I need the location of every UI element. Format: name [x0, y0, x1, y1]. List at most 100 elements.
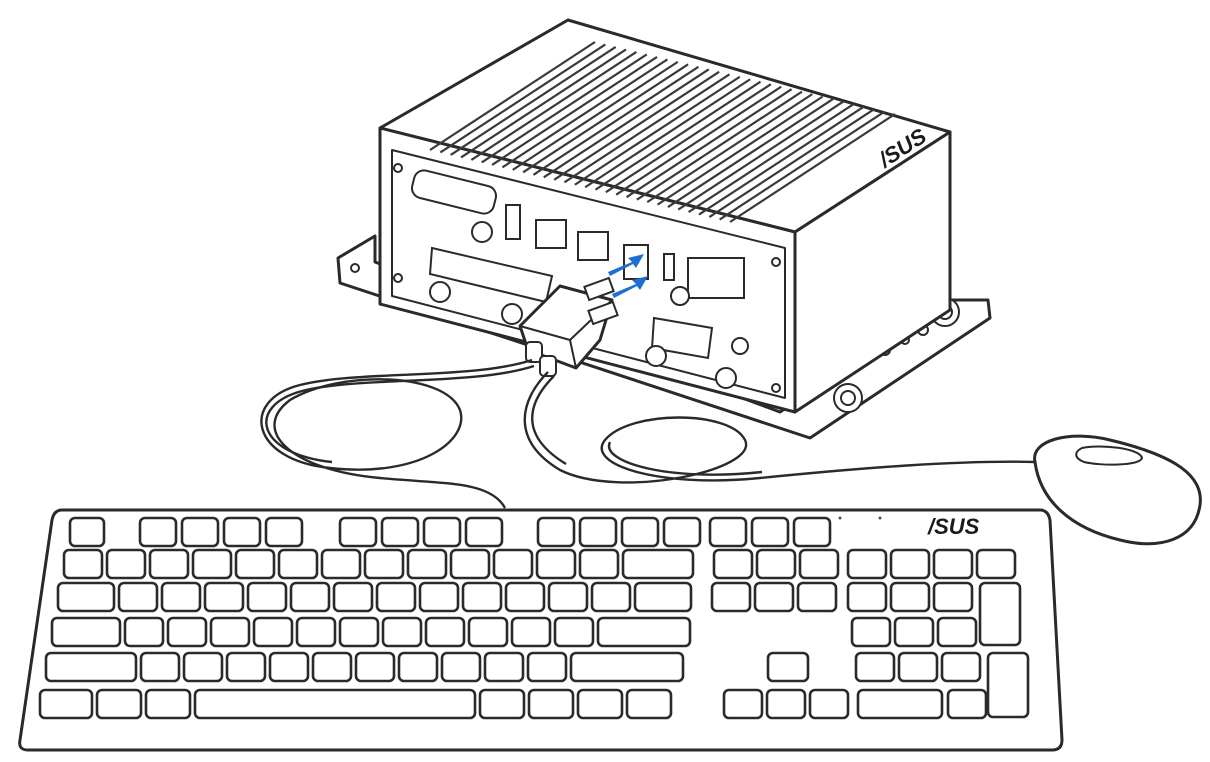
keyboard-key [268, 651, 310, 683]
keyboard-key [44, 651, 138, 683]
keyboard-key [320, 548, 362, 580]
keyboard-key [338, 616, 380, 648]
heatsink-fin [543, 68, 710, 179]
heatsink-fin [439, 43, 606, 154]
keyboard-key [712, 548, 754, 580]
keyboard-key [578, 516, 618, 548]
keyboard-key [50, 616, 122, 648]
heatsink-fin [574, 75, 741, 186]
heatsink-fin [563, 73, 731, 184]
keyboard-key [222, 516, 262, 548]
keyboard-key [978, 581, 1022, 647]
heatsink-fin [667, 98, 834, 209]
keyboard-key [578, 548, 620, 580]
keyboard-key [62, 548, 104, 580]
keyboard-key [856, 688, 944, 720]
keyboard-key [893, 616, 935, 648]
keyboard-key [846, 581, 888, 613]
keyboard-key [264, 516, 304, 548]
keyboard-key [68, 516, 106, 548]
keyboard-key [363, 548, 405, 580]
heatsink-fin [584, 78, 751, 189]
plate-hole [350, 263, 360, 273]
mouse [1033, 434, 1202, 546]
heatsink-fin [677, 100, 844, 211]
keyboard-key [193, 688, 477, 720]
keyboard-key [708, 516, 748, 548]
keyboard-key [182, 651, 224, 683]
keyboard-key [354, 651, 396, 683]
keyboard-key [338, 516, 378, 548]
keyboard-key [191, 548, 233, 580]
keyboard-key [449, 548, 491, 580]
screw [771, 257, 781, 267]
hdmi-port [505, 204, 521, 240]
heatsink-fin [688, 103, 855, 213]
keyboard-key [424, 616, 466, 648]
keyboard-key [590, 581, 632, 613]
keyboard-key [625, 688, 673, 720]
keyboard-key [203, 581, 245, 613]
lan-port-2 [577, 231, 609, 261]
keyboard-key [755, 548, 797, 580]
keyboard-key [596, 616, 692, 648]
heatsink-fin [553, 70, 720, 181]
keyboard-key [289, 581, 331, 613]
keyboard-key [464, 516, 504, 548]
heatsink-fin [512, 60, 679, 171]
screw [771, 383, 781, 393]
usb-arrow-icon [612, 276, 648, 298]
keyboard: /SUS [18, 508, 1064, 752]
keyboard-key [710, 581, 752, 613]
keyboard-key [440, 651, 482, 683]
keyboard-key [95, 688, 143, 720]
keyboard-key [576, 688, 624, 720]
keyboard-key [492, 548, 534, 580]
scroll-wheel [1075, 445, 1143, 466]
keyboard-key [144, 688, 192, 720]
usb-arrow-icon [608, 254, 644, 276]
keyboard-key [897, 651, 939, 683]
keyboard-key [633, 581, 693, 613]
heatsink-fin [470, 51, 637, 161]
keyboard-key [536, 516, 576, 548]
front-panel [391, 149, 786, 399]
keyboard-key [808, 688, 850, 720]
heatsink-fin [605, 83, 772, 194]
keyboard-key [662, 516, 702, 548]
mini-pc: /SUS [336, 18, 992, 440]
keyboard-key [332, 581, 374, 613]
keyboard-key [975, 548, 1017, 580]
keyboard-key [234, 548, 276, 580]
lan-port-1 [535, 219, 567, 249]
keyboard-key [986, 651, 1030, 719]
keyboard-key [798, 548, 840, 580]
keyboard-key [946, 688, 988, 720]
serial-port [410, 169, 498, 215]
keyboard-key [526, 651, 568, 683]
keyboard-key [620, 516, 660, 548]
keyboard-key [722, 688, 764, 720]
keyboard-key [225, 651, 267, 683]
heatsink-fin [698, 105, 865, 216]
keyboard-key [932, 548, 974, 580]
heatsink-fin [719, 110, 886, 221]
keyboard-key [750, 516, 790, 548]
keyboard-key [889, 548, 931, 580]
keyboard-key [397, 651, 439, 683]
keyboard-key [553, 616, 595, 648]
keyboard-key [766, 651, 810, 683]
keyboard-key [467, 616, 509, 648]
heatsink-fin [481, 53, 648, 164]
keyboard-key [148, 548, 190, 580]
keyboard-key [461, 581, 503, 613]
keyboard-cable [260, 358, 533, 509]
keyboard-keys [38, 516, 1030, 720]
keyboard-key [527, 688, 575, 720]
standoff [840, 390, 856, 406]
keyboard-key [56, 581, 116, 613]
heatsink-fin [594, 80, 762, 191]
keyboard-key [209, 616, 251, 648]
antenna-connector [715, 367, 737, 389]
heatsink-fin [708, 108, 875, 218]
